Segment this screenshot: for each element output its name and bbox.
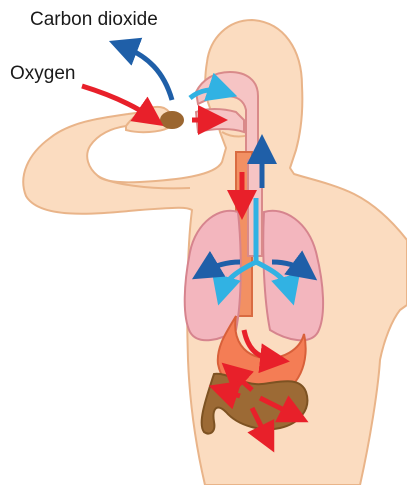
carbon-dioxide-label: Carbon dioxide — [30, 10, 158, 29]
oxygen-in-arrow — [82, 86, 152, 118]
food-piece — [160, 111, 184, 129]
hand — [126, 107, 184, 132]
exhaled-co2-arrow — [122, 46, 172, 100]
oxygen-label: Oxygen — [10, 64, 75, 83]
